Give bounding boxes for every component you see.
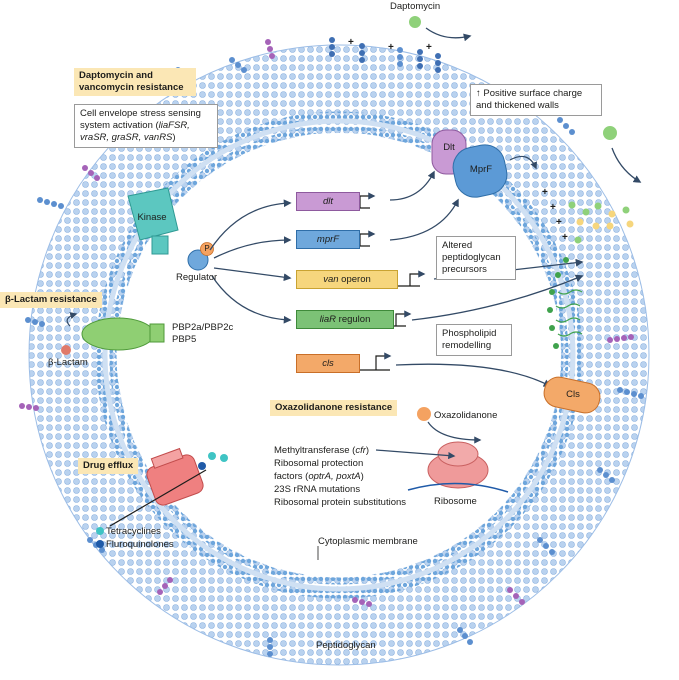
phospholipid-remodelling-box: Phospholipid remodelling xyxy=(436,324,512,356)
gene-mprf: mprF xyxy=(296,230,360,249)
daptomycin-label: Daptomycin xyxy=(390,1,441,12)
pbp-label: PBP2a/PBP2c PBP5 xyxy=(172,322,234,345)
regulator-label: Regulator xyxy=(176,272,218,283)
dlt-label: Dlt xyxy=(443,142,455,153)
tetracycline-ball-out2 xyxy=(220,454,228,462)
svg-text:+: + xyxy=(562,232,568,243)
beta-lactam-ball xyxy=(61,345,71,355)
peptidoglycan-label: Peptidoglycan xyxy=(316,640,376,651)
section-oxazolidanone: Oxazolidanone resistance xyxy=(270,400,398,416)
gene-van-operon: van operon xyxy=(296,270,398,289)
surface-charge-box: ↑ Positive surface charge and thickened … xyxy=(470,84,602,116)
daptomycin-ball-right xyxy=(603,126,617,140)
svg-text:+: + xyxy=(550,202,556,213)
altered-peptidoglycan-box: Altered peptidoglycan precursors xyxy=(436,236,516,280)
svg-text:+: + xyxy=(348,37,354,48)
gene-dlt: dlt xyxy=(296,192,360,211)
cls-protein xyxy=(543,376,601,414)
altered-peptidoglycan-chain xyxy=(547,257,569,349)
fluroquinolone-icon xyxy=(96,540,104,549)
kinase-label: Kinase xyxy=(137,212,167,223)
gene-cls: cls xyxy=(296,354,360,373)
section-beta-lactam: β-Lactam resistance xyxy=(0,292,102,308)
mprf-protein xyxy=(452,144,508,198)
kinase-protein xyxy=(127,187,179,255)
oxa-mechanism-list: Methyltransferase (cfr) Ribosomal protec… xyxy=(274,445,407,508)
regulator-ball xyxy=(187,249,209,271)
daptomycin-ball xyxy=(409,16,421,28)
svg-text:+: + xyxy=(542,187,548,198)
section-dapto-vanco: Daptomycin and vancomycin resistance xyxy=(74,68,196,96)
pbp-protein xyxy=(81,317,165,351)
tetracyclines-label: Tetracyclines xyxy=(96,526,161,538)
wall-peptide-chains xyxy=(19,39,644,657)
cls-label: Cls xyxy=(566,389,580,400)
membrane-inner-leaflet xyxy=(109,125,569,585)
ribosome xyxy=(407,441,509,493)
svg-text:+: + xyxy=(388,42,394,53)
svg-text:+: + xyxy=(426,42,432,53)
oxazolidanone-label: Oxazolidanone xyxy=(434,410,498,421)
gene-liar-regulon: liaR regulon xyxy=(296,310,394,329)
fluroquinolone-ball-out xyxy=(198,462,206,470)
svg-text:+: + xyxy=(556,217,562,228)
membrane-outer-leaflet xyxy=(95,111,583,599)
beta-lactam-label: β-Lactam xyxy=(48,357,88,368)
tetracycline-icon xyxy=(96,527,104,536)
cytoplasmic-membrane-label: Cytoplasmic membrane xyxy=(318,536,418,547)
oxazolidanone-ball xyxy=(417,407,431,421)
section-drug-efflux: Drug efflux xyxy=(78,458,139,474)
ribosome-label: Ribosome xyxy=(434,496,477,507)
positive-charges: +++ ++++ xyxy=(348,37,568,243)
cell-envelope-box: Cell envelope stress sensing system acti… xyxy=(74,104,218,148)
tetracycline-ball-out xyxy=(208,452,216,460)
cls-lipid-tails xyxy=(555,289,583,337)
phospho-ball xyxy=(200,242,214,256)
daptomycin-insertions xyxy=(329,37,441,73)
mprf-label: MprF xyxy=(469,164,493,175)
altered-surface-lipids xyxy=(568,201,634,244)
phospho-label: P xyxy=(204,244,210,253)
fluroquinolones-label: Fluroquinolones xyxy=(96,539,174,551)
efflux-pump xyxy=(146,447,204,506)
